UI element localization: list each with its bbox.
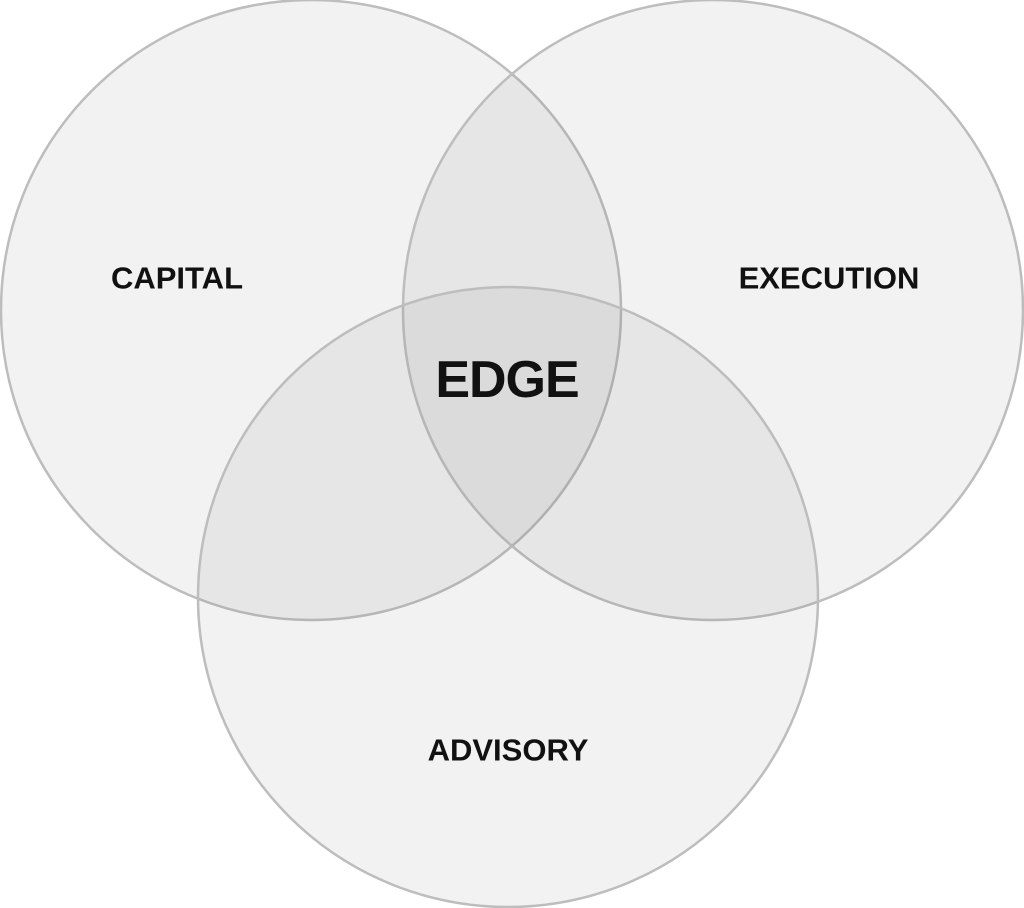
circle-capital <box>0 0 623 622</box>
label-capital: CAPITAL <box>111 261 243 296</box>
label-advisory: ADVISORY <box>428 733 589 768</box>
label-execution: EXECUTION <box>739 261 920 296</box>
circle-advisory <box>196 285 820 908</box>
circle-execution <box>401 0 1024 622</box>
label-edge: EDGE <box>435 351 578 409</box>
